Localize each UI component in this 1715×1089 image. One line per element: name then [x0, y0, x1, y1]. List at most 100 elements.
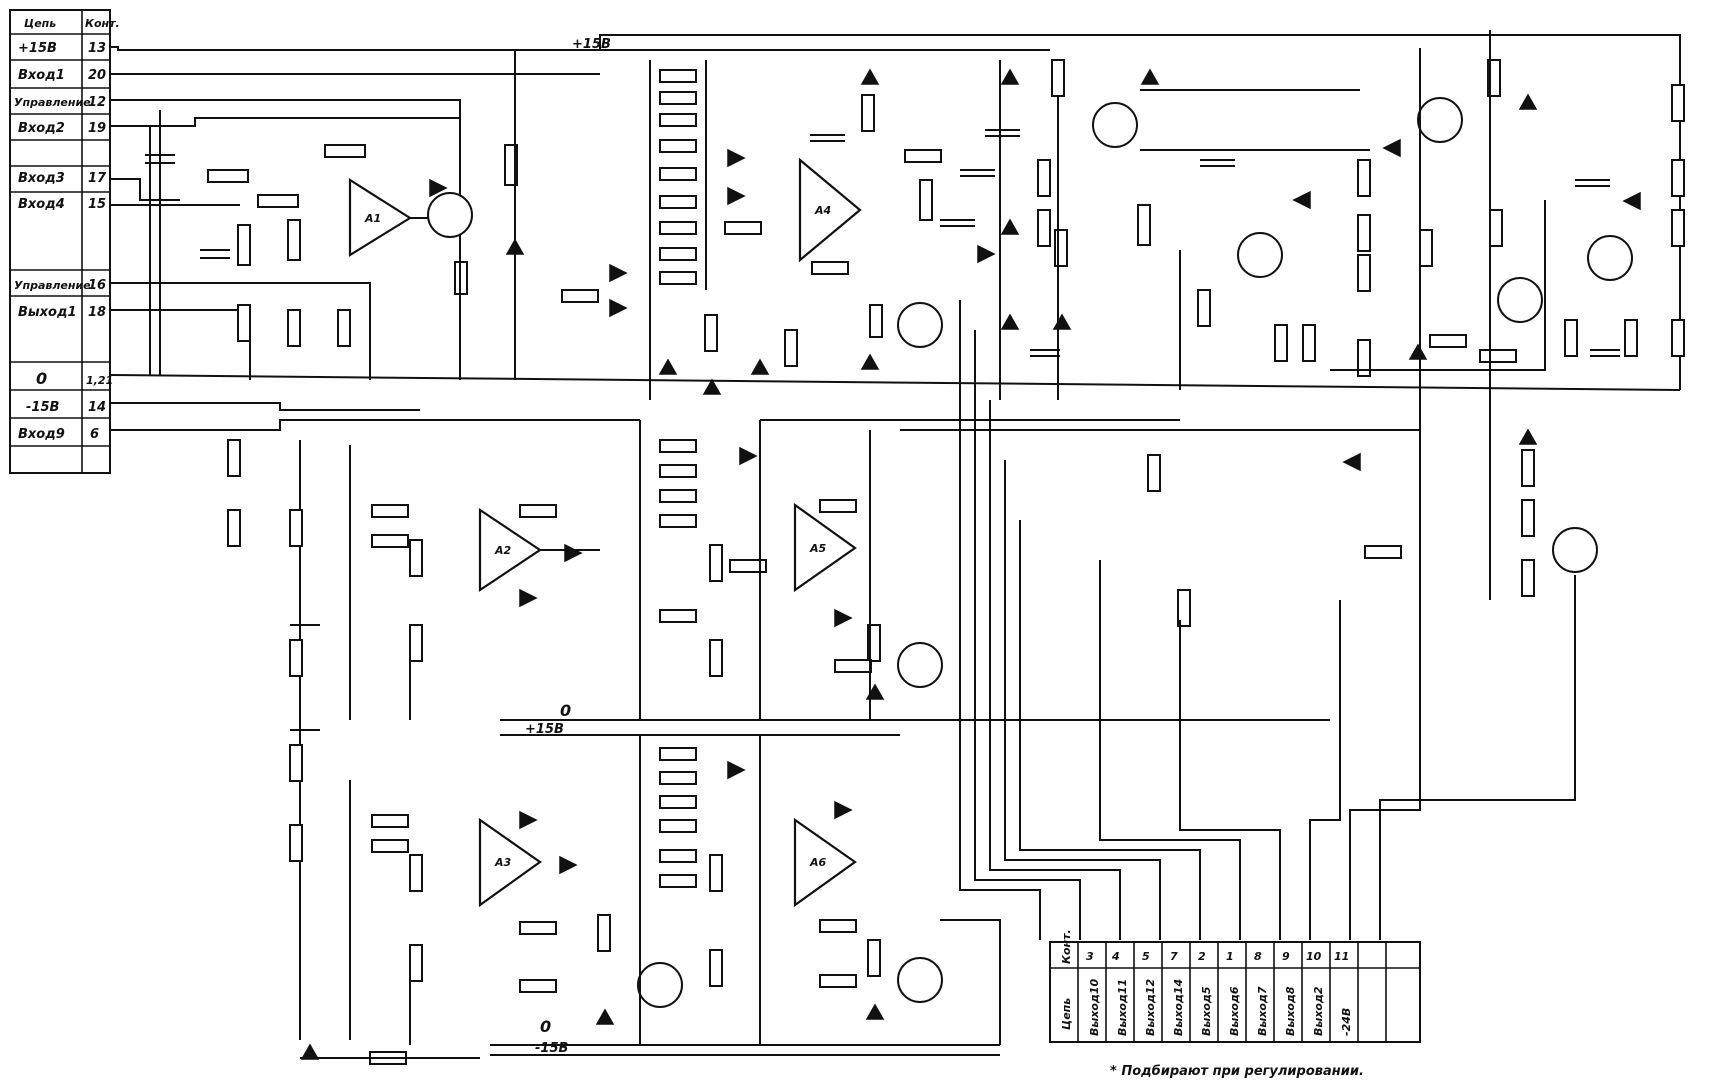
left-row-pin: 20	[88, 68, 106, 83]
diode	[609, 263, 628, 283]
bottom-name: Выход5	[1200, 986, 1213, 1036]
bottom-name: Выход11	[1116, 979, 1129, 1036]
diode	[1342, 452, 1361, 472]
bottom-pin: 2	[1198, 950, 1206, 963]
bottom-name: Выход8	[1284, 986, 1297, 1036]
left-row-pin: 15	[88, 197, 106, 212]
opamp-a3	[478, 817, 542, 908]
opamp-label: A4	[814, 204, 831, 217]
footnote: * Подбирают при регулировании.	[1110, 1064, 1364, 1079]
section-a5: A5	[639, 420, 943, 720]
diode	[1518, 93, 1538, 110]
diode	[519, 810, 538, 830]
diode	[559, 855, 578, 875]
left-row-name: Вход3	[18, 171, 65, 186]
opamp-a2	[478, 507, 542, 593]
bottom-pin: 9	[1282, 950, 1290, 963]
diode	[727, 186, 746, 206]
left-row-name: -15В	[26, 400, 59, 415]
transistor-v47	[1552, 527, 1598, 573]
opamp-label: A5	[809, 542, 827, 555]
bottom-pin: 5	[1142, 950, 1150, 963]
diode	[727, 148, 746, 168]
diode	[727, 760, 746, 780]
diode	[834, 800, 853, 820]
diode	[1518, 428, 1538, 445]
bottom-pin: 4	[1111, 950, 1120, 963]
left-row-name: Управление	[14, 96, 91, 109]
left-row-pin: 14	[88, 400, 106, 415]
left-row-pin: 6	[90, 427, 99, 442]
transistor-v38	[1237, 232, 1283, 278]
bottom-name: Выход12	[1144, 978, 1157, 1036]
rail-label-zero: 0	[560, 701, 571, 720]
diode	[1000, 218, 1020, 235]
rail-label-neg: -15В	[535, 1041, 568, 1056]
opamp-label: A2	[494, 544, 512, 557]
bottom-header-pin: Конт.	[1060, 929, 1073, 964]
transistor-v27	[897, 302, 943, 348]
bottom-pin: 11	[1334, 950, 1349, 963]
diode	[977, 244, 996, 264]
transistor-v49	[1587, 235, 1633, 281]
opamp-a4	[798, 157, 862, 263]
section-a2: A2	[227, 439, 600, 1040]
bottom-name: Выход14	[1172, 979, 1185, 1036]
section-far-right	[1147, 30, 1685, 627]
left-row-name: Вход2	[18, 121, 65, 136]
diode	[1622, 191, 1641, 211]
rail-label-pos: +15В	[572, 37, 611, 52]
power-rails: +15В +15В 0 0 -15В	[490, 37, 1330, 1056]
diode	[860, 353, 880, 370]
left-row-name: Вход9	[18, 427, 65, 442]
opamp-a6	[793, 817, 857, 908]
diode	[609, 298, 628, 318]
transistor-v43	[1417, 97, 1463, 143]
left-connector-table: Цепь Конт. +15В 13 Вход1 20 Управление 1…	[9, 9, 120, 474]
transistor-v3	[427, 192, 473, 238]
diode	[860, 68, 880, 85]
section-a3: A3	[300, 780, 683, 1065]
diode	[702, 378, 722, 395]
transistor-v17	[637, 962, 683, 1008]
left-row-pin: 1,21	[86, 374, 113, 387]
bus-lines	[760, 300, 1576, 1045]
left-row-name: Управление	[14, 279, 91, 292]
bottom-pin: 7	[1170, 950, 1178, 963]
diode	[1382, 138, 1401, 158]
bottom-pin: 10	[1306, 950, 1322, 963]
bottom-connector-table: Конт. Цепь 3 4 5 7 2 1 8 9 10 11 Выход10…	[1049, 929, 1421, 1043]
section-a4: A4	[561, 60, 943, 400]
diode	[429, 178, 448, 198]
bottom-name: Выход7	[1256, 986, 1269, 1036]
diode	[1000, 313, 1020, 330]
bottom-name: Выход6	[1228, 986, 1241, 1036]
transistor-v45	[1497, 277, 1543, 323]
diode	[1292, 190, 1311, 210]
transistor-v29	[897, 957, 943, 1003]
section-upper-right	[940, 59, 1370, 400]
transistor-v36	[1092, 102, 1138, 148]
left-row-pin: 19	[88, 121, 106, 136]
bottom-name: Выход10	[1088, 978, 1101, 1036]
diode	[750, 358, 770, 375]
left-row-name: Вход4	[18, 197, 65, 212]
left-row-name: Вход1	[18, 68, 65, 83]
left-row-pin: 18	[88, 305, 106, 320]
diode	[1408, 343, 1428, 360]
rail-label-zero: 0	[540, 1017, 551, 1036]
diode	[300, 1043, 320, 1060]
left-row-pin: 13	[88, 41, 106, 56]
bottom-pin: 8	[1254, 950, 1262, 963]
section-a6: A6	[639, 735, 943, 1045]
left-row-pin: 17	[88, 171, 107, 186]
left-header-pin: Конт.	[85, 17, 120, 30]
diode	[519, 588, 538, 608]
diode	[834, 608, 853, 628]
left-row-name: 0	[36, 369, 47, 388]
opamp-label: A1	[364, 212, 381, 225]
transistor-v28	[897, 642, 943, 688]
left-header-name: Цепь	[24, 17, 56, 30]
diode	[658, 358, 678, 375]
